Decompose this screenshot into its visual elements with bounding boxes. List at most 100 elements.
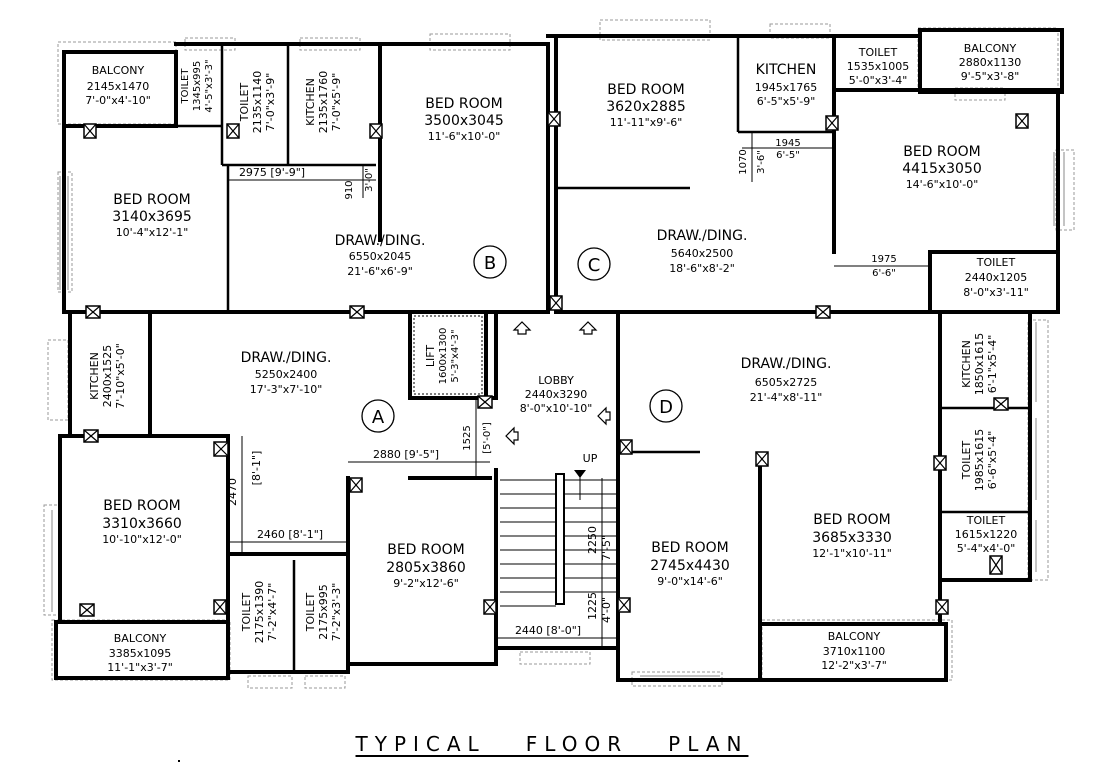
room-size: 2745x4430 xyxy=(650,558,730,574)
room-name: DRAW./DING. xyxy=(241,350,332,366)
plan-title: TYPICAL FLOOR PLAN xyxy=(355,732,749,756)
room-imperial: 9'-5"x3'-8" xyxy=(961,70,1020,83)
shaft-marker xyxy=(547,111,561,127)
room-name: LIFT xyxy=(424,345,437,368)
room-name: BED ROOM xyxy=(425,96,503,112)
room-name: TOILET xyxy=(858,46,898,59)
room-imperial: 6'-5"x5'-9" xyxy=(757,95,816,108)
room-name: KITCHEN xyxy=(960,340,973,388)
room-imperial: 12'-1"x10'-11" xyxy=(812,547,892,560)
room-imperial: 5'-4"x4'-0" xyxy=(957,542,1016,555)
shaft-marker xyxy=(213,599,227,615)
room-name: DRAW./DING. xyxy=(335,233,426,249)
room-imperial: 21'-6"x6'-9" xyxy=(347,265,413,278)
room-imperial: 8'-0"x3'-11" xyxy=(963,286,1029,299)
room-name: KITCHEN xyxy=(88,352,101,400)
room-imperial: 6'-1"x5'-4" xyxy=(986,335,999,394)
room-name: BED ROOM xyxy=(387,542,465,558)
shaft-marker xyxy=(79,603,95,617)
shaft-marker xyxy=(825,115,839,131)
room-size: 2175x1390 xyxy=(253,581,266,644)
room-name: BED ROOM xyxy=(813,512,891,528)
room-name: KITCHEN xyxy=(304,78,317,126)
room-size: 2440x1205 xyxy=(965,271,1028,284)
room-imperial: 21'-4"x8'-11" xyxy=(750,391,823,404)
shaft-marker xyxy=(617,597,631,613)
room-imperial: 7'-0"x3'-9" xyxy=(264,73,277,132)
room-size: 2400x1525 xyxy=(101,345,114,408)
room-name: TOILET xyxy=(966,514,1006,527)
room-name: DRAW./DING. xyxy=(741,356,832,372)
room-name: TOILET xyxy=(960,441,973,481)
room-imperial: 9'-2"x12'-6" xyxy=(393,577,459,590)
dimension-text: 2440 [8'-0"] xyxy=(515,624,581,637)
room-imperial: 6'-6"x5'-4" xyxy=(986,431,999,490)
room-size: 2440x3290 xyxy=(525,388,588,401)
shaft-marker xyxy=(619,439,633,455)
room-name: TOILET xyxy=(240,593,253,633)
room-name: TOILET xyxy=(304,593,317,633)
lobby-arrows xyxy=(505,321,611,446)
unit-tag-a: A xyxy=(361,399,395,433)
room-name: BALCONY xyxy=(828,630,881,643)
room-name: LOBBY xyxy=(538,374,574,387)
room-size: 2805x3860 xyxy=(386,560,466,576)
shaft-marker xyxy=(935,599,949,615)
shaft-marker xyxy=(755,451,769,467)
room-imperial: 11'-11"x9'-6" xyxy=(610,116,683,129)
shaft-markers xyxy=(79,111,1029,617)
shaft-marker xyxy=(477,395,493,409)
room-size: 5640x2500 xyxy=(671,247,734,260)
room-imperial: 5'-0"x3'-4" xyxy=(849,74,908,87)
dimension-text: 4'-0" xyxy=(600,597,613,623)
room-imperial: 17'-3"x7'-10" xyxy=(250,383,323,396)
dimension-text: 2250 xyxy=(586,526,599,554)
room-size: 2880x1130 xyxy=(959,56,1022,69)
room-imperial: 4'-5"x3'-3" xyxy=(204,59,215,112)
room-imperial: 7'-2"x3'-3" xyxy=(330,583,343,642)
dimension-text: 2460 [8'-1"] xyxy=(257,528,323,541)
room-imperial: 18'-6"x8'-2" xyxy=(669,262,735,275)
dimension-text: 3'-0" xyxy=(364,168,375,192)
room-name: BED ROOM xyxy=(113,192,191,208)
stair-up-label: UP xyxy=(583,452,598,465)
room-size: 5250x2400 xyxy=(255,368,318,381)
room-name: BALCONY xyxy=(964,42,1017,55)
shaft-marker xyxy=(1015,113,1029,129)
room-size: 1535x1005 xyxy=(847,60,910,73)
room-name: BED ROOM xyxy=(103,498,181,514)
room-size: 3710x1100 xyxy=(823,645,886,658)
room-name: BALCONY xyxy=(114,632,167,645)
room-size: 4415x3050 xyxy=(902,161,982,177)
svg-text:C: C xyxy=(588,255,601,276)
room-name: BALCONY xyxy=(92,64,145,77)
room-name: DRAW./DING. xyxy=(657,228,748,244)
room-size: 2135x1140 xyxy=(251,71,264,134)
dimension-text: 1225 xyxy=(586,592,599,620)
wall-openings xyxy=(51,152,1065,677)
room-size: 2145x1470 xyxy=(87,80,150,93)
svg-text:A: A xyxy=(372,407,385,428)
shaft-marker xyxy=(349,305,365,319)
room-size: 3140x3695 xyxy=(112,209,192,225)
room-size: 3500x3045 xyxy=(424,113,504,129)
shaft-marker xyxy=(83,123,97,139)
shaft-marker xyxy=(815,305,831,319)
svg-text:B: B xyxy=(484,253,496,274)
room-size: 1850x1615 xyxy=(973,333,986,396)
shaft-marker xyxy=(933,455,947,471)
room-imperial: 11'-1"x3'-7" xyxy=(107,661,173,674)
room-imperial: 5'-3"x4'-3" xyxy=(450,329,461,382)
dimension-text: 3'-6" xyxy=(756,150,767,174)
room-name: BED ROOM xyxy=(903,144,981,160)
dimension-labels: 2975 [9'-9"] 910 3'-0" 1945 6'-5" 1070 3… xyxy=(226,138,897,637)
unit-tag-b: B xyxy=(473,245,507,279)
shaft-marker xyxy=(213,441,229,457)
dimension-text: 1070 xyxy=(738,149,749,174)
dimension-text: 1525 xyxy=(462,425,473,450)
room-size: 6505x2725 xyxy=(755,376,818,389)
room-size: 2175x995 xyxy=(317,584,330,640)
dimension-text: 2975 [9'-9"] xyxy=(239,166,305,179)
room-imperial: 10'-10"x12'-0" xyxy=(102,533,182,546)
